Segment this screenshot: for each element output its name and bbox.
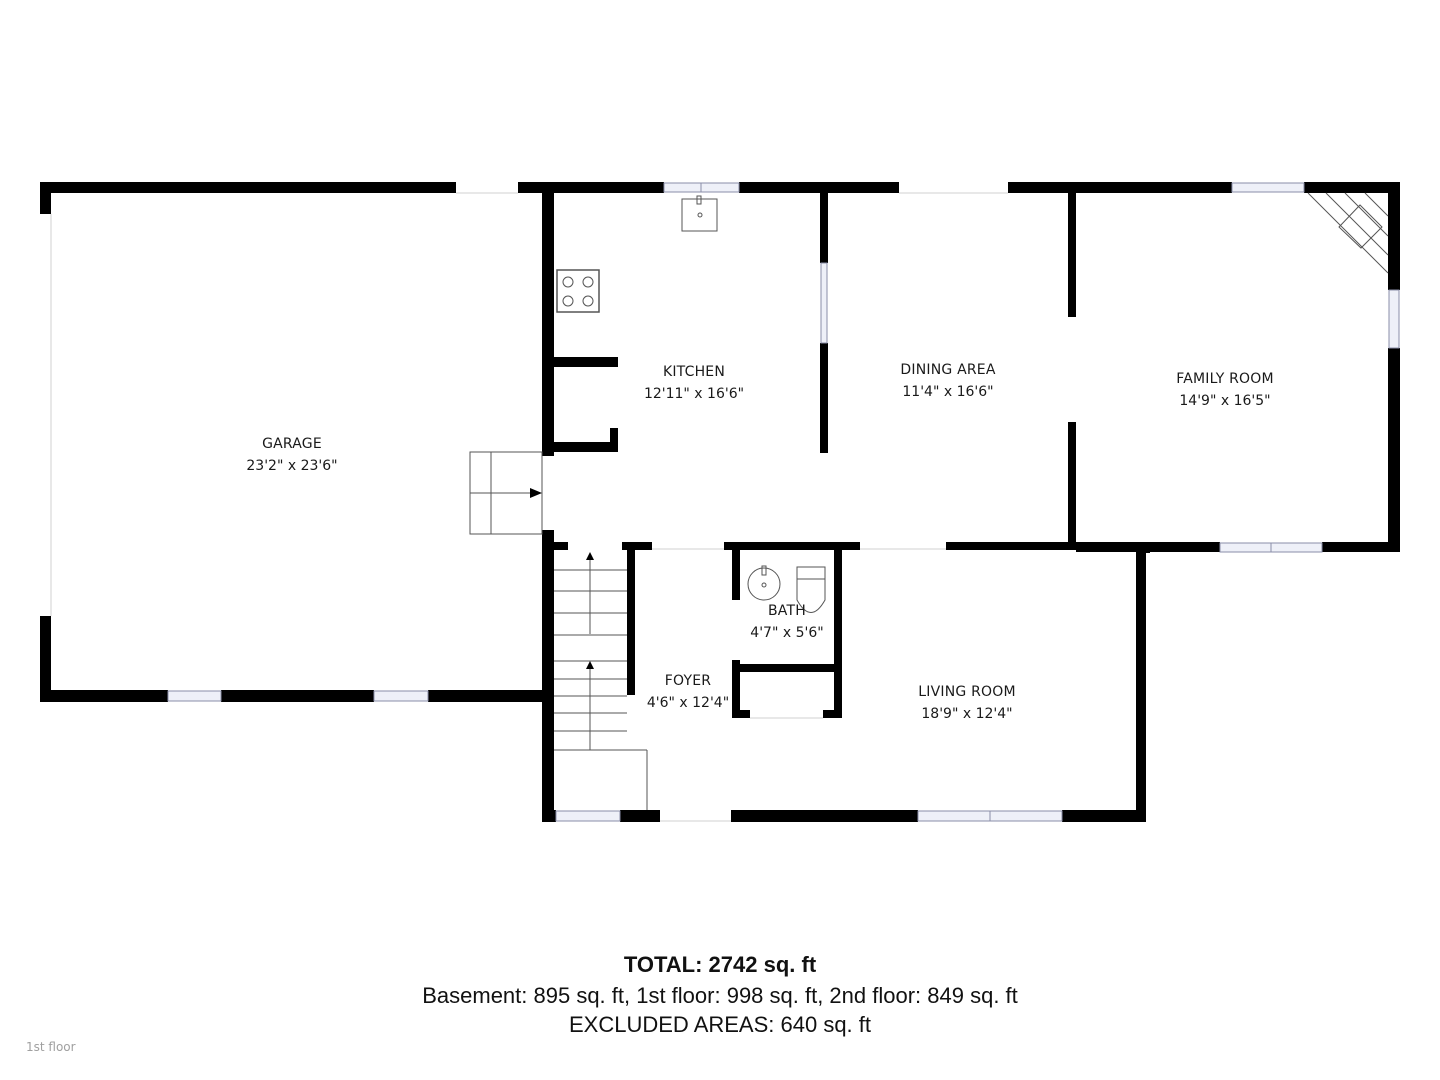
arrow bbox=[530, 488, 594, 669]
room-name: GARAGE bbox=[262, 436, 322, 452]
windows bbox=[167, 182, 1400, 822]
room-name: KITCHEN bbox=[662, 364, 726, 380]
room-dining-area: DINING AREA 11'4" x 16'6" bbox=[900, 359, 995, 403]
room-dimensions: 23'2" x 23'6" bbox=[246, 458, 338, 474]
room-dimensions: 14'9" x 16'5" bbox=[1179, 393, 1271, 409]
walls bbox=[40, 182, 1400, 822]
kitchen-sink-icon bbox=[681, 198, 718, 232]
bath-sink-icon bbox=[747, 565, 781, 601]
room-kitchen: KITCHEN 12'11" x 16'6" bbox=[644, 361, 744, 405]
room-dimensions: 4'7" x 5'6" bbox=[750, 625, 824, 641]
fixtures bbox=[469, 192, 1389, 810]
room-living-room: LIVING ROOM 18'9" x 12'4" bbox=[918, 681, 1015, 725]
floor-label: 1st floor bbox=[26, 1040, 76, 1054]
room-family-room: FAMILY ROOM 14'9" x 16'5" bbox=[1176, 368, 1274, 412]
area-breakdown: Basement: 895 sq. ft, 1st floor: 998 sq.… bbox=[422, 983, 1018, 1008]
excluded-areas: EXCLUDED AREAS: 640 sq. ft bbox=[568, 1012, 872, 1037]
room-name: BATH bbox=[768, 603, 806, 619]
openings bbox=[50, 192, 1008, 822]
room-name: DINING AREA bbox=[900, 362, 996, 378]
room-name: FAMILY ROOM bbox=[1176, 371, 1274, 387]
room-name: FOYER bbox=[664, 673, 712, 689]
room-dimensions: 4'6" x 12'4" bbox=[646, 695, 730, 711]
room-foyer: FOYER 4'6" x 12'4" bbox=[647, 670, 729, 714]
stove-icon bbox=[556, 269, 600, 313]
room-name: LIVING ROOM bbox=[918, 684, 1016, 700]
stairs-icon bbox=[554, 560, 648, 810]
room-dimensions: 12'11" x 16'6" bbox=[643, 386, 745, 402]
toilet-icon bbox=[796, 566, 826, 613]
room-dimensions: 11'4" x 16'6" bbox=[902, 384, 994, 400]
room-bath: BATH 4'7" x 5'6" bbox=[750, 600, 823, 644]
fireplace-icon bbox=[1307, 192, 1389, 274]
room-dimensions: 18'9" x 12'4" bbox=[921, 706, 1013, 722]
total-area: TOTAL: 2742 sq. ft bbox=[623, 952, 817, 977]
room-garage: GARAGE 23'2" x 23'6" bbox=[246, 433, 337, 477]
